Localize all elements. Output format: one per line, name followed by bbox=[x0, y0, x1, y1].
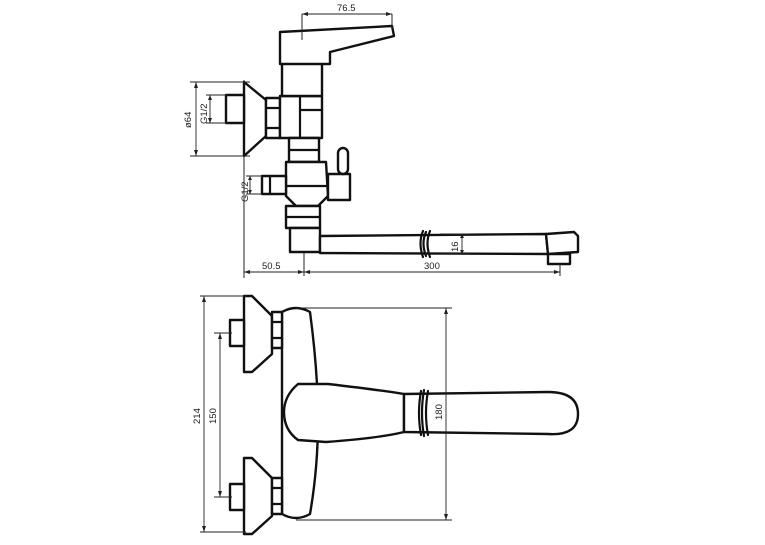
dim-rosette-diameter: ø64 bbox=[183, 112, 194, 128]
front-rosette-upper bbox=[242, 294, 274, 374]
front-inlet-upper bbox=[228, 318, 246, 348]
side-wall-rosette bbox=[242, 80, 268, 158]
front-nut-upper bbox=[270, 310, 284, 350]
side-diverter-block bbox=[284, 160, 330, 208]
side-inlet-pipe bbox=[224, 93, 246, 125]
front-inlet-lower bbox=[228, 482, 246, 512]
dim-spout-height: 16 bbox=[450, 241, 461, 252]
dim-inlet-centers: 150 bbox=[208, 408, 219, 424]
side-view: 76.5 ø64 G1/2 G1/2 16 50. bbox=[183, 3, 580, 278]
dim-thread-upper: G1/2 bbox=[199, 103, 210, 124]
side-diverter-pin bbox=[336, 146, 350, 176]
side-cartridge-housing bbox=[280, 60, 324, 98]
side-lever-handle bbox=[278, 24, 396, 66]
front-view: 214 150 180 bbox=[192, 294, 580, 536]
dim-overall-height: 214 bbox=[192, 408, 203, 424]
dim-spout-swing: 180 bbox=[434, 404, 445, 420]
front-spout bbox=[402, 390, 580, 436]
dim-spout-length: 300 bbox=[424, 261, 440, 272]
front-nut-lower bbox=[270, 476, 284, 516]
dim-wall-offset: 50.5 bbox=[262, 261, 281, 272]
front-rosette-lower bbox=[242, 456, 274, 536]
side-hex-nut bbox=[264, 96, 282, 140]
side-lower-inlet bbox=[260, 174, 288, 196]
dim-thread-lower: G1/2 bbox=[240, 181, 251, 202]
front-lever-handle bbox=[282, 382, 406, 444]
dim-handle-width: 76.5 bbox=[337, 3, 356, 14]
side-spout-base bbox=[288, 226, 322, 254]
side-spout-tip bbox=[544, 230, 580, 256]
side-diverter-knob bbox=[326, 172, 352, 202]
side-aerator bbox=[546, 252, 572, 266]
side-spout bbox=[318, 232, 550, 256]
